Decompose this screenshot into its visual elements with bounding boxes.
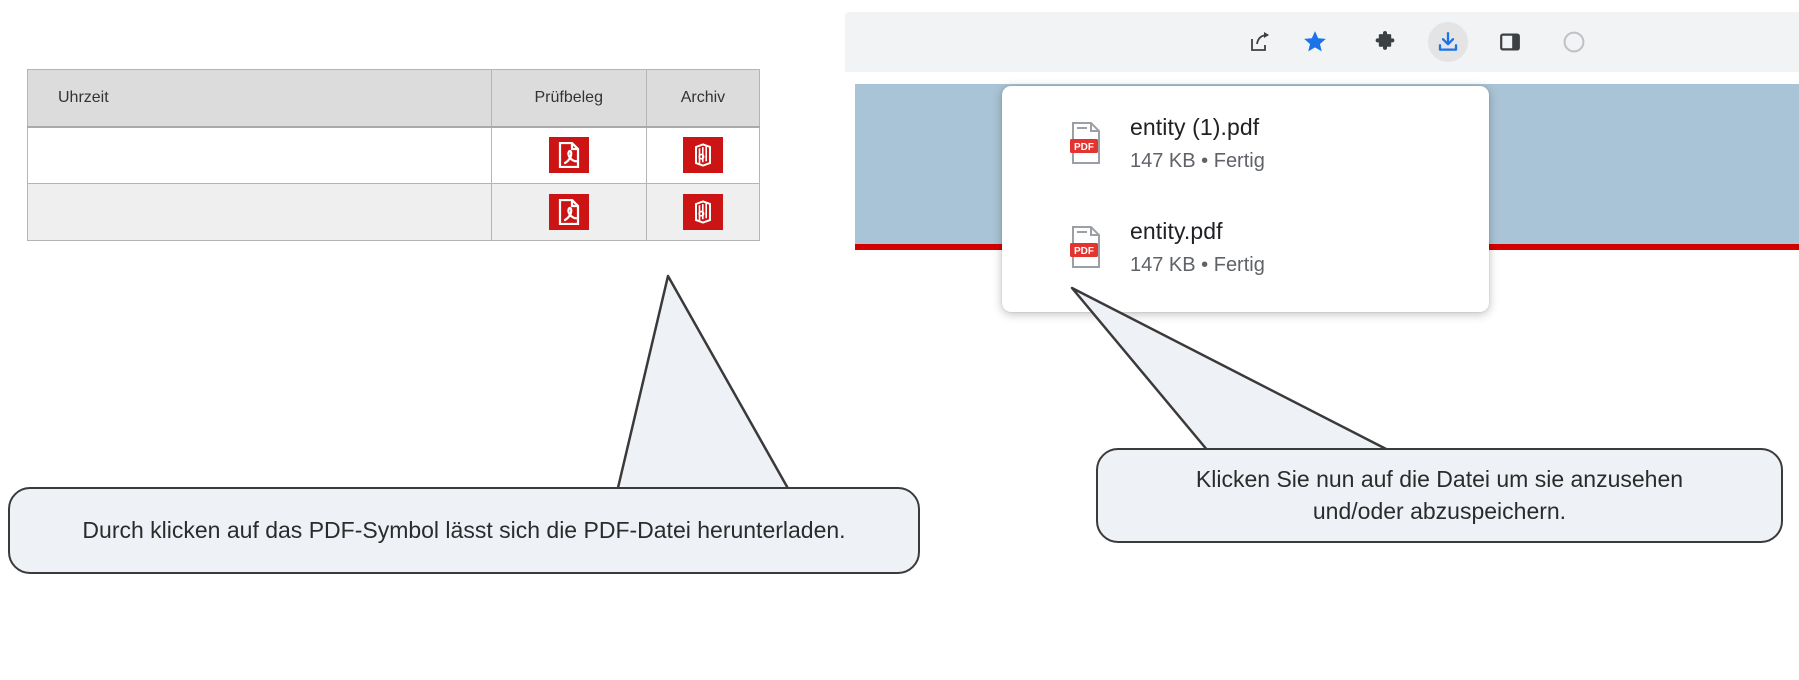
cell-pruefbeleg[interactable] (490, 126, 647, 184)
callout-right: Klicken Sie nun auf die Datei um sie anz… (1096, 448, 1783, 543)
column-header-uhrzeit[interactable]: Uhrzeit (27, 69, 492, 128)
download-filename[interactable]: entity.pdf (1130, 218, 1223, 244)
download-status: 147 KB • Fertig (1130, 254, 1265, 276)
callout-right-line1: Klicken Sie nun auf die Datei um sie anz… (1195, 466, 1684, 493)
archive-icon[interactable] (682, 194, 723, 230)
pdf-icon[interactable] (548, 194, 589, 230)
callout-right-line2: und/oder abzuspeichern. (1312, 497, 1567, 524)
cell-uhrzeit (27, 183, 492, 241)
table-body (27, 126, 761, 241)
profile-avatar-icon[interactable] (1559, 27, 1589, 57)
cell-archiv[interactable] (645, 126, 761, 184)
download-item[interactable]: PDF entity (1).pdf 147 KB • Fertig (1002, 114, 1489, 200)
table-row[interactable] (27, 126, 761, 184)
callout-tail-left (615, 274, 792, 494)
side-panel-icon[interactable] (1495, 27, 1525, 57)
download-item[interactable]: PDF entity.pdf 147 KB • Fertig (1002, 218, 1489, 304)
browser-toolbar (845, 12, 1799, 72)
column-header-archiv[interactable]: Archiv (645, 69, 761, 128)
table-header: Uhrzeit Prüfbeleg Archiv (27, 69, 761, 128)
svg-text:PDF: PDF (1074, 246, 1094, 257)
pruefbeleg-table: Uhrzeit Prüfbeleg Archiv (27, 69, 761, 241)
callout-right-text: Klicken Sie nun auf die Datei um sie anz… (1196, 464, 1683, 526)
callout-left: Durch klicken auf das PDF-Symbol lässt s… (8, 487, 920, 574)
cell-archiv[interactable] (645, 183, 761, 241)
table-header-row: Uhrzeit Prüfbeleg Archiv (27, 69, 761, 128)
cell-pruefbeleg[interactable] (490, 183, 647, 241)
svg-text:PDF: PDF (1074, 142, 1094, 153)
omnibox[interactable] (845, 20, 1347, 64)
download-filename[interactable]: entity (1).pdf (1130, 114, 1260, 140)
downloads-popup: PDF entity (1).pdf 147 KB • Fertig PDF e… (1002, 86, 1489, 312)
extensions-puzzle-icon[interactable] (1370, 27, 1400, 57)
table-row[interactable] (27, 183, 761, 241)
pdf-file-icon: PDF (1068, 122, 1104, 164)
pdf-file-icon: PDF (1068, 226, 1104, 268)
download-status: 147 KB • Fertig (1130, 150, 1265, 172)
column-header-pruefbeleg[interactable]: Prüfbeleg (490, 69, 647, 128)
pdf-icon[interactable] (548, 137, 589, 174)
share-icon[interactable] (1245, 27, 1275, 57)
bookmark-star-icon[interactable] (1300, 27, 1330, 57)
cell-uhrzeit (27, 126, 492, 184)
archive-icon[interactable] (682, 137, 723, 174)
downloads-icon[interactable] (1428, 22, 1468, 62)
callout-left-text: Durch klicken auf das PDF-Symbol lässt s… (82, 517, 846, 543)
